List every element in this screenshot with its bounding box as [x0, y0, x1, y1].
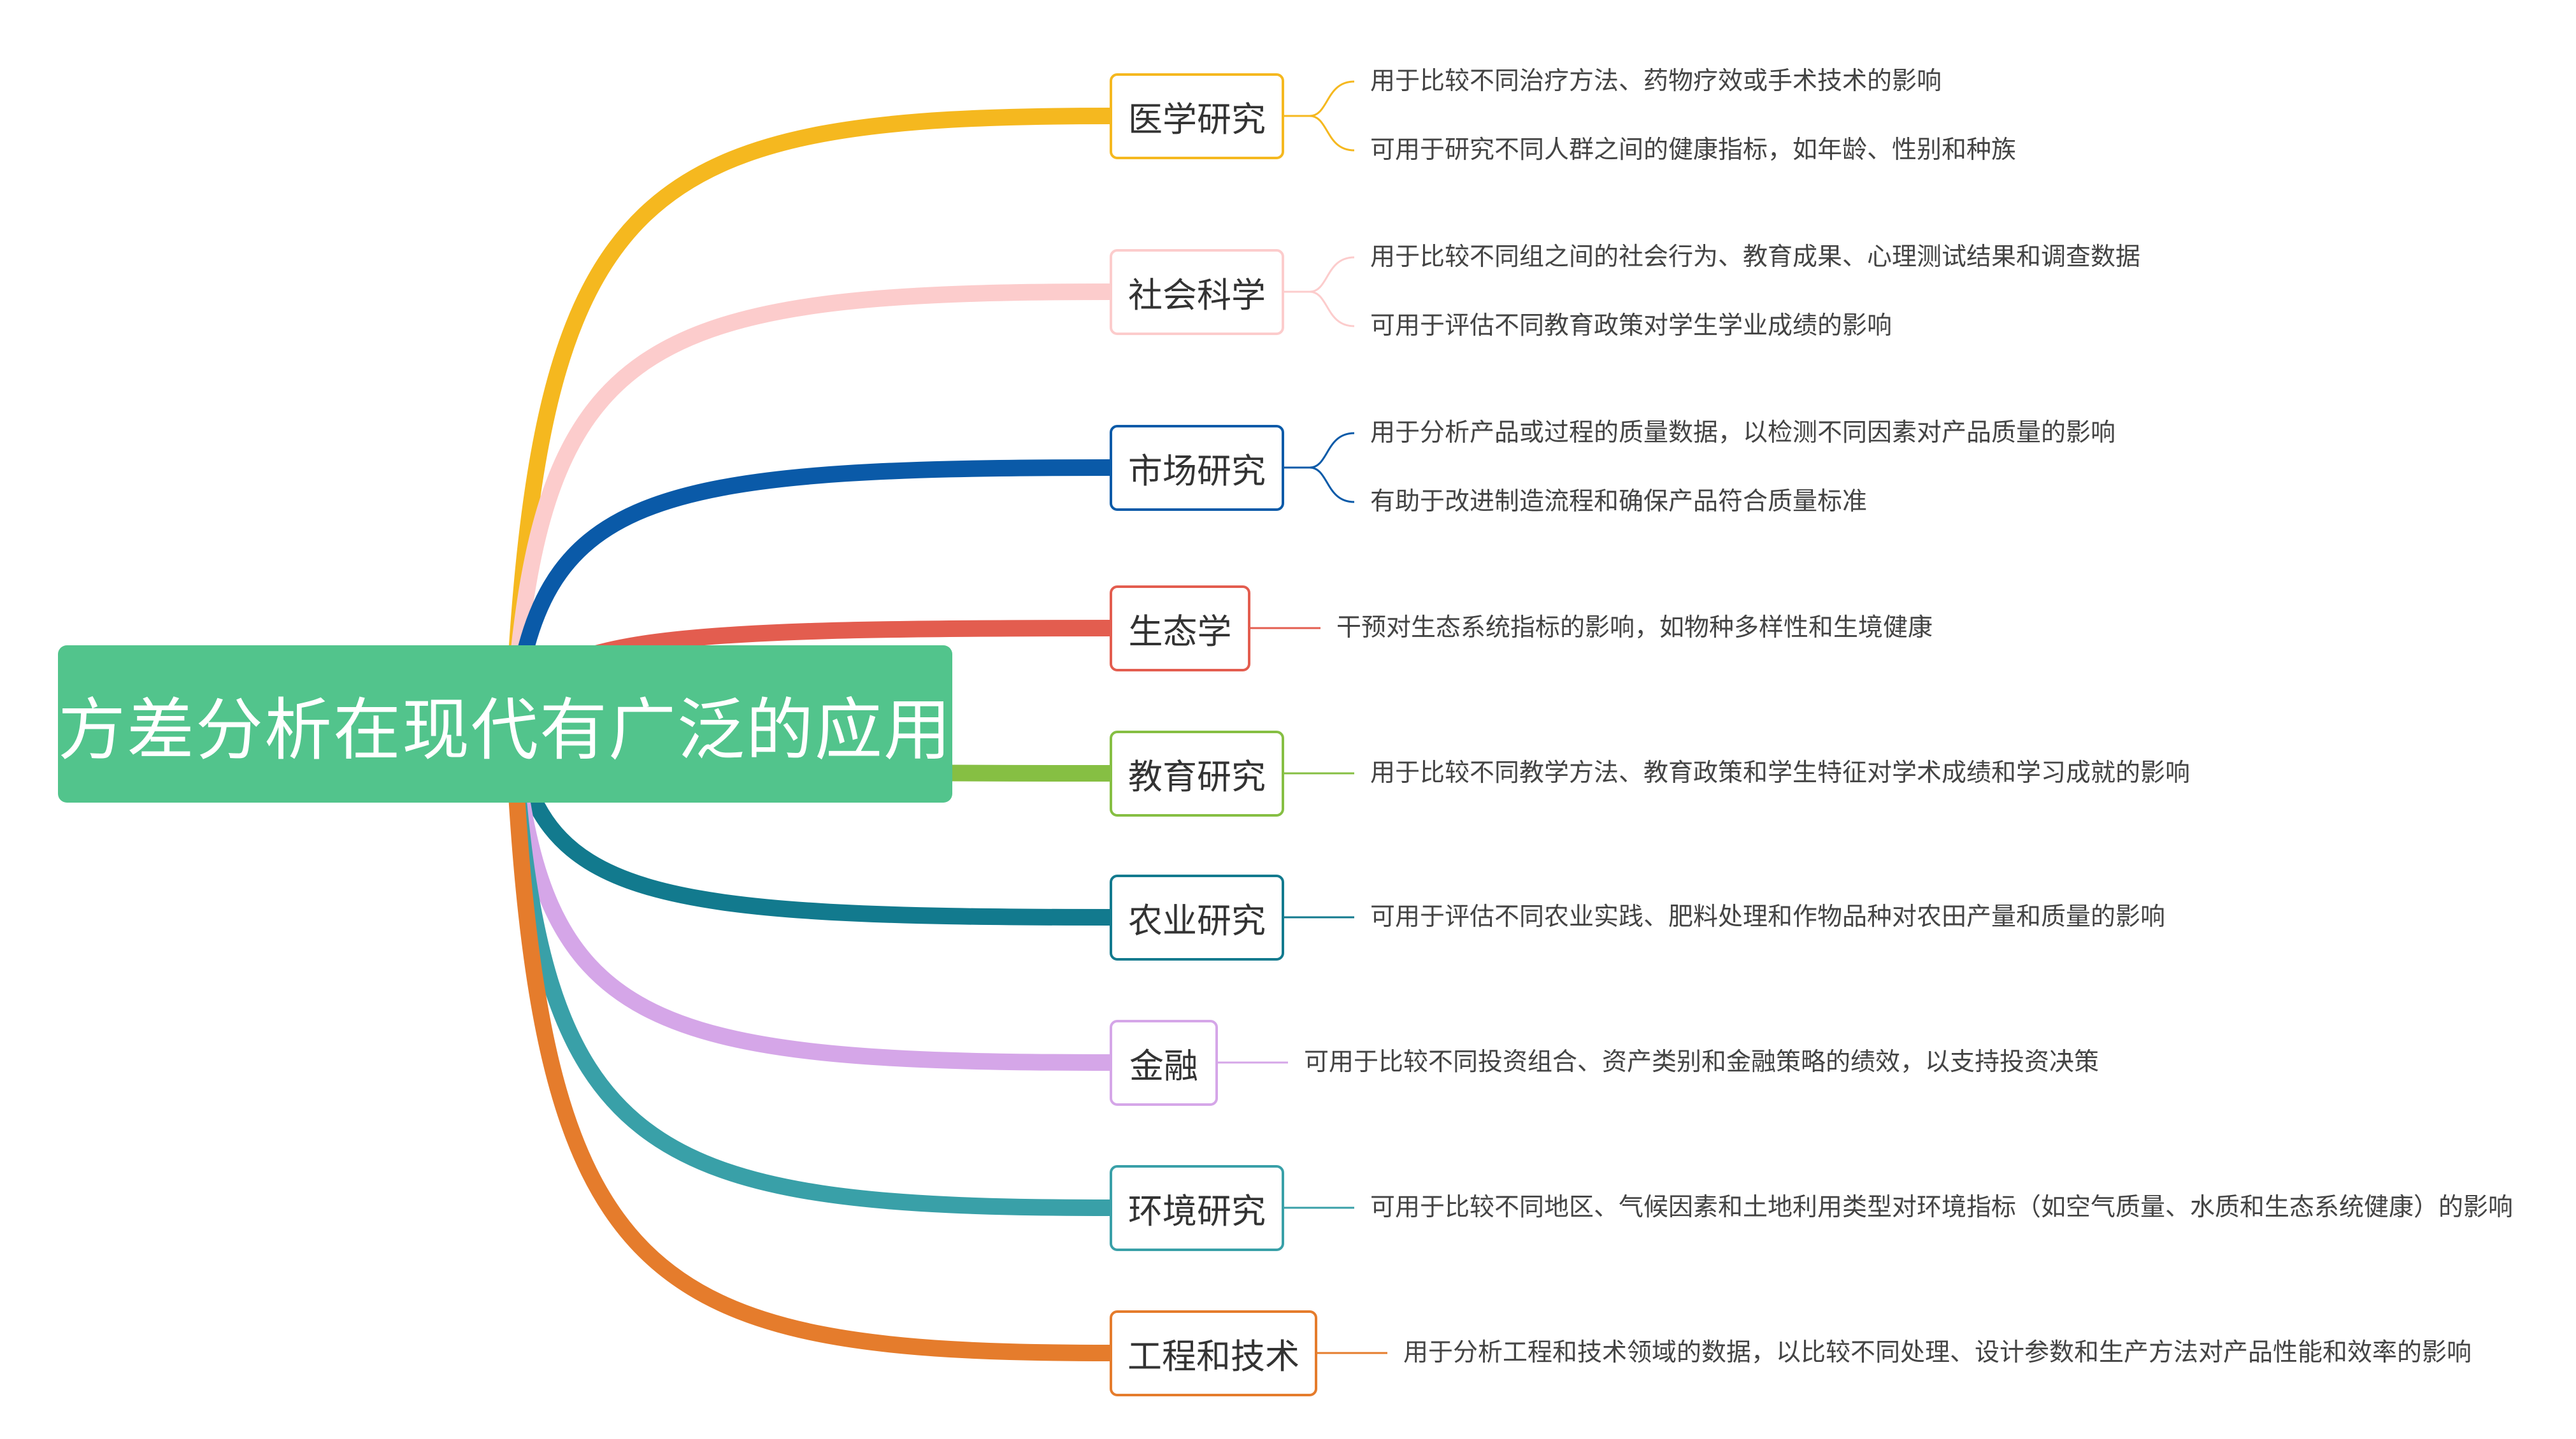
branch-4-leaf-1[interactable]: 干预对生态系统指标的影响，如物种多样性和生境健康: [1336, 613, 1933, 642]
root-label: 方差分析在现代有广泛的应用: [58, 691, 952, 770]
branch-2-leaf-1[interactable]: 用于比较不同组之间的社会行为、教育成果、心理测试结果和调查数据: [1370, 243, 2141, 271]
branch-5-node[interactable]: 教育研究: [1110, 730, 1284, 817]
branch-1-leaf-connector-2: [1309, 115, 1355, 152]
branch-5-leaf-1[interactable]: 用于比较不同教学方法、教育政策和学生特征对学术成绩和学习成就的影响: [1370, 759, 2191, 787]
branch-9-node[interactable]: 工程和技术: [1110, 1310, 1317, 1396]
branch-2-connector: [504, 283, 1118, 732]
branch-7-label: 金融: [1129, 1045, 1198, 1086]
branch-3-leaf-1[interactable]: 用于分析产品或过程的质量数据，以检测不同因素对产品质量的影响: [1370, 419, 2116, 447]
branch-1-leaf-2[interactable]: 可用于研究不同人群之间的健康指标，如年龄、性别和种族: [1370, 136, 2017, 164]
branch-2-label: 社会科学: [1128, 275, 1266, 315]
branch-9-label: 工程和技术: [1127, 1336, 1299, 1377]
branch-3-label: 市场研究: [1128, 450, 1266, 491]
branch-4-label: 生态学: [1128, 611, 1232, 652]
root-node[interactable]: 方差分析在现代有广泛的应用: [58, 645, 952, 803]
branch-3-leaf-connector-2: [1309, 466, 1355, 503]
branch-1-leaf-connector-1: [1309, 80, 1355, 117]
branch-3-node[interactable]: 市场研究: [1110, 424, 1284, 511]
branch-8-leaf-1[interactable]: 可用于比较不同地区、气候因素和土地利用类型对环境指标（如空气质量、水质和生态系统…: [1370, 1193, 2514, 1222]
branch-1-node[interactable]: 医学研究: [1110, 73, 1284, 159]
branch-2-leaf-connector-2: [1309, 290, 1355, 327]
branch-1-leaf-1[interactable]: 用于比较不同治疗方法、药物疗效或手术技术的影响: [1370, 67, 1942, 96]
branch-8-label: 环境研究: [1128, 1191, 1266, 1231]
branch-5-label: 教育研究: [1128, 756, 1266, 797]
branch-2-leaf-2[interactable]: 可用于评估不同教育政策对学生学业成绩的影响: [1370, 311, 1893, 340]
branch-9-leaf-1[interactable]: 用于分析工程和技术领域的数据，以比较不同处理、设计参数和生产方法对产品性能和效率…: [1403, 1338, 2472, 1367]
branch-7-leaf-1[interactable]: 可用于比较不同投资组合、资产类别和金融策略的绩效，以支持投资决策: [1304, 1048, 2100, 1077]
branch-2-leaf-connector-1: [1309, 256, 1355, 293]
branch-1-connector: [504, 108, 1118, 732]
branch-3-leaf-connector-1: [1309, 432, 1355, 469]
branch-3-leaf-2[interactable]: 有助于改进制造流程和确保产品符合质量标准: [1370, 487, 1868, 516]
branch-8-node[interactable]: 环境研究: [1110, 1164, 1284, 1251]
branch-2-node[interactable]: 社会科学: [1110, 248, 1284, 335]
branch-4-node[interactable]: 生态学: [1110, 585, 1250, 671]
branch-6-node[interactable]: 农业研究: [1110, 874, 1284, 961]
branch-3-connector: [504, 459, 1118, 732]
branch-6-label: 农业研究: [1128, 900, 1266, 941]
branch-6-leaf-1[interactable]: 可用于评估不同农业实践、肥料处理和作物品种对农田产量和质量的影响: [1370, 903, 2166, 931]
branch-9-connector: [504, 715, 1118, 1361]
branch-7-node[interactable]: 金融: [1110, 1019, 1218, 1106]
branch-1-label: 医学研究: [1128, 99, 1266, 140]
